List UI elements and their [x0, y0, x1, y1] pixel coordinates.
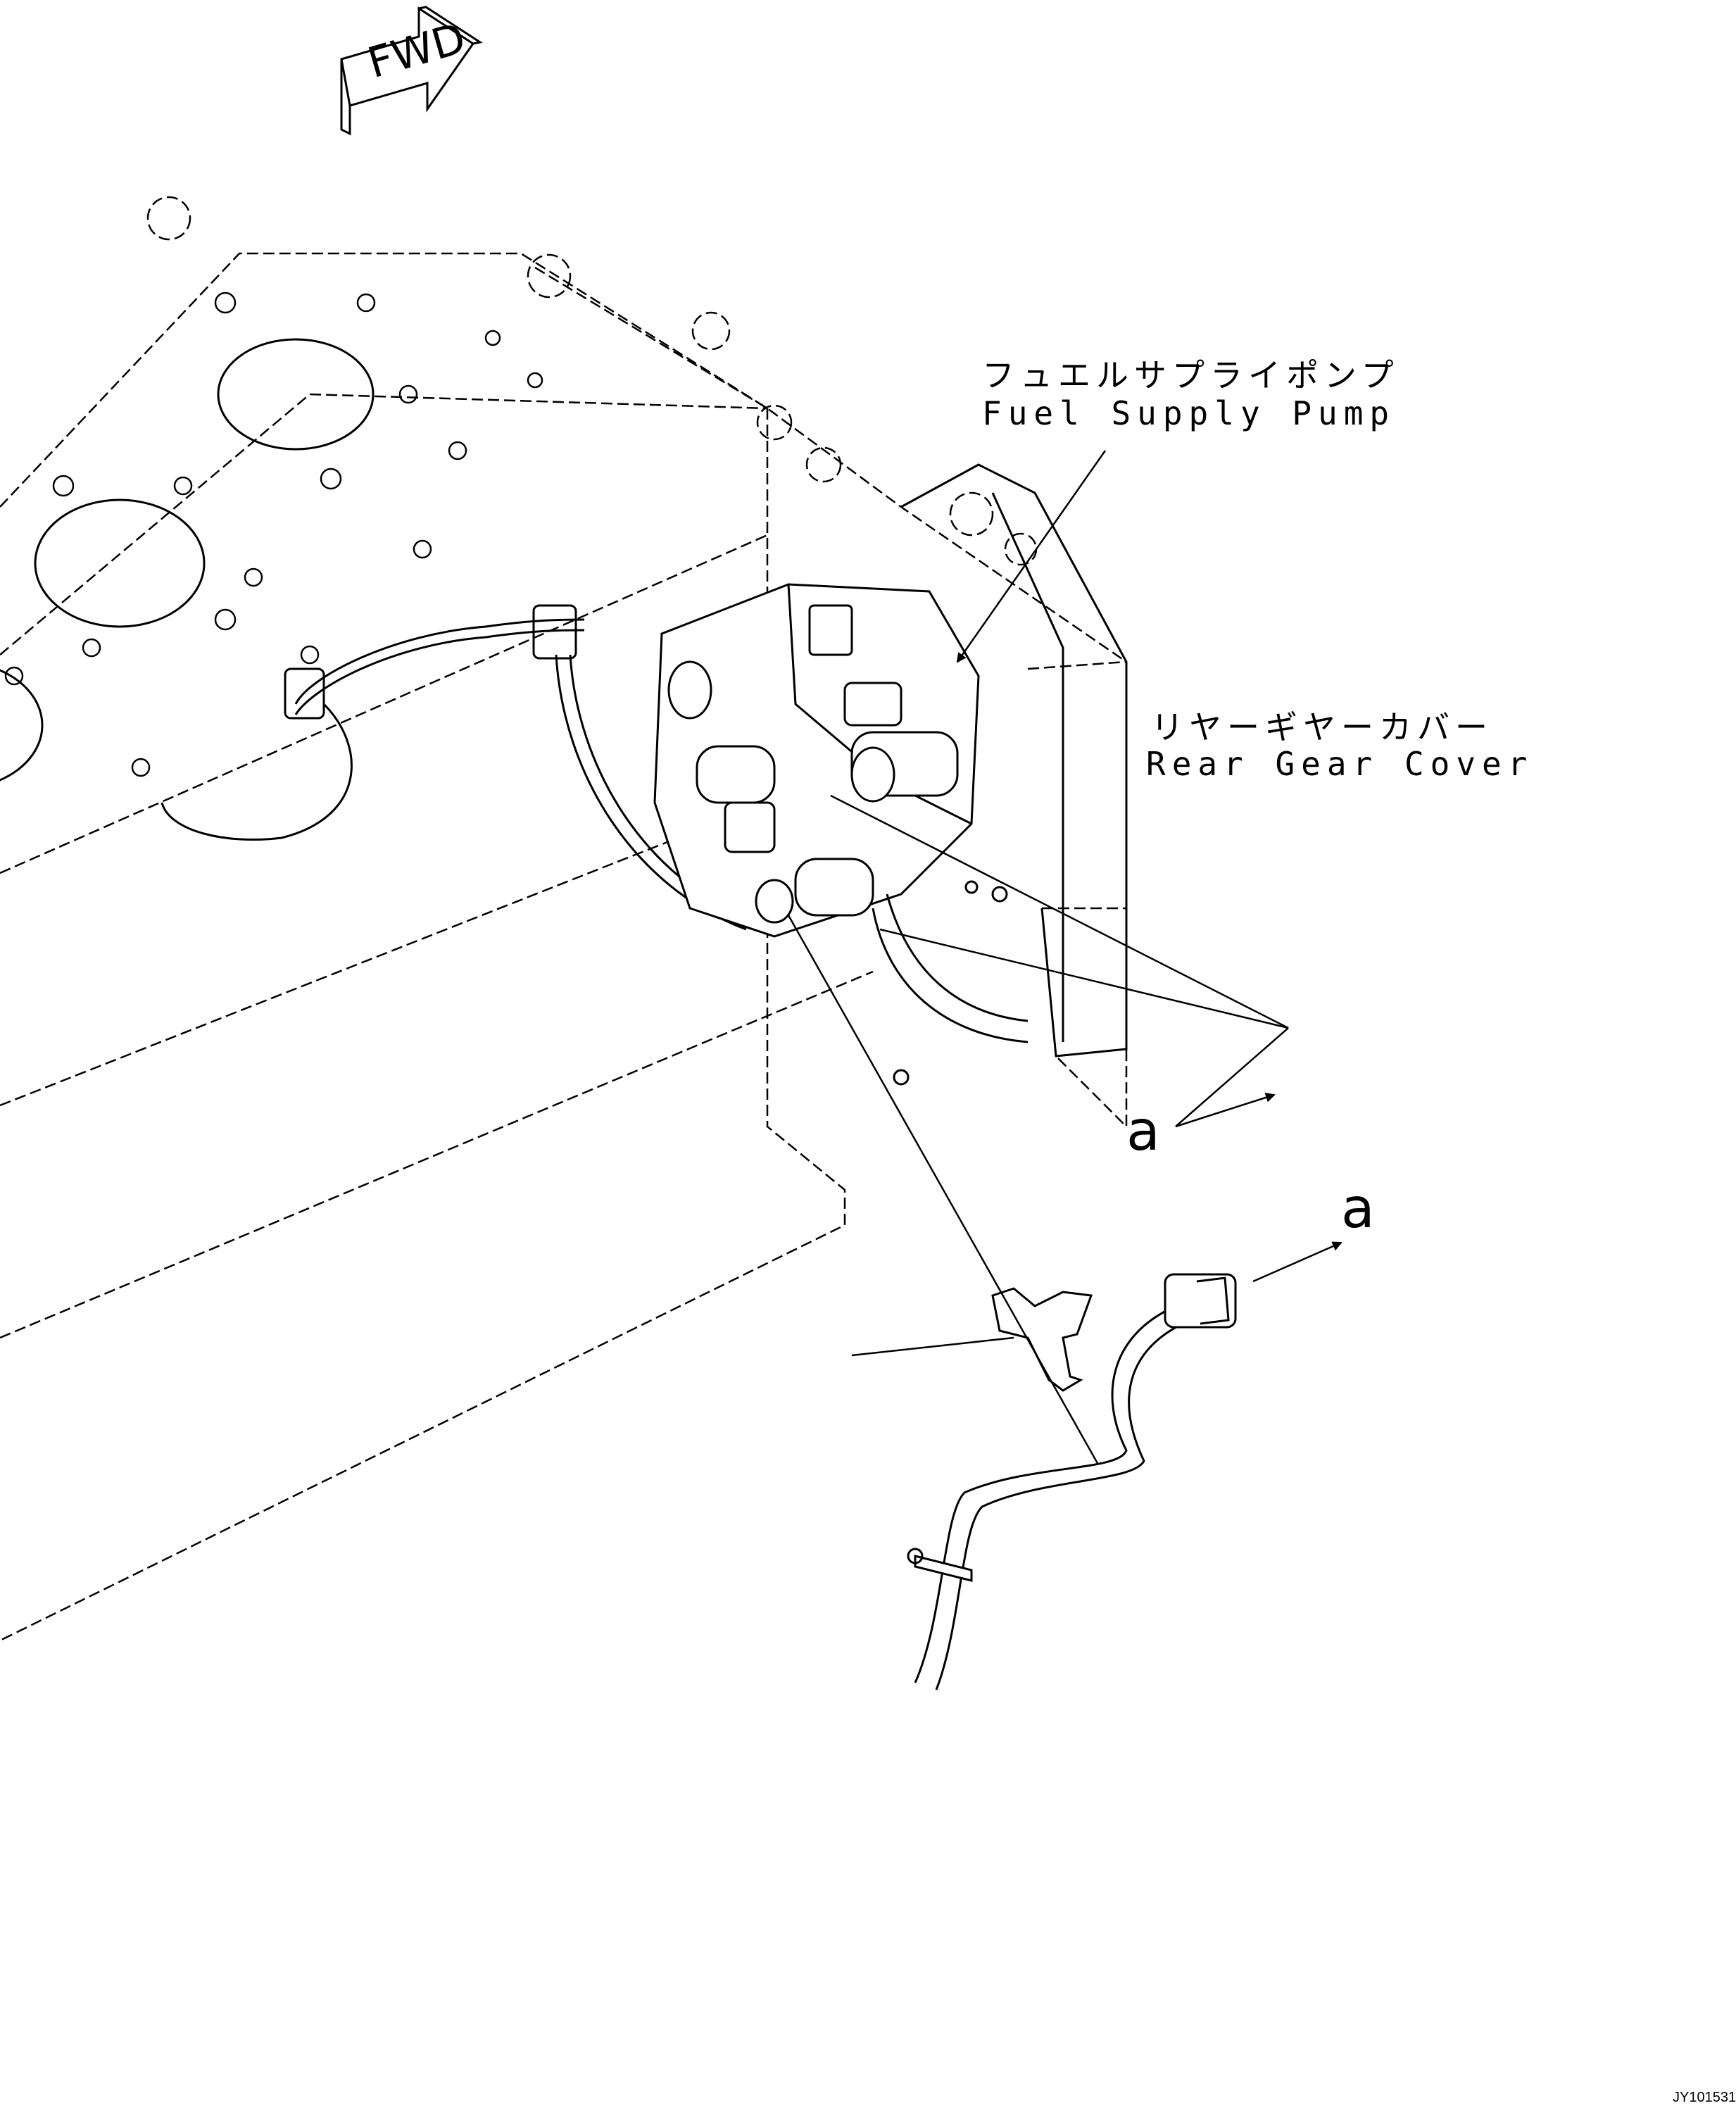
- engine-block-outline: [0, 196, 1128, 1642]
- fuel-supply-pump: [653, 583, 980, 938]
- drawing-id: JY101531: [1673, 2090, 1736, 2105]
- rear-gear-cover: [872, 463, 1128, 1086]
- rear-gear-cover-label-en: Rear Gear Cover: [1146, 745, 1534, 783]
- callout-a-lower: a: [1341, 1177, 1375, 1241]
- wiring-harness: [907, 1273, 1237, 1690]
- callout-a-upper: a: [1126, 1100, 1160, 1163]
- rear-gear-cover-label-jp: リヤーギヤーカバー: [1151, 708, 1493, 746]
- fuel-supply-pump-label-jp: フュエルサプライポンプ: [982, 356, 1400, 394]
- leader-lines: [787, 450, 1342, 1465]
- cylinder-bores: [0, 338, 375, 782]
- fuel-supply-pump-label-en: Fuel Supply Pump: [982, 394, 1396, 432]
- fwd-arrow-icon: [340, 6, 483, 136]
